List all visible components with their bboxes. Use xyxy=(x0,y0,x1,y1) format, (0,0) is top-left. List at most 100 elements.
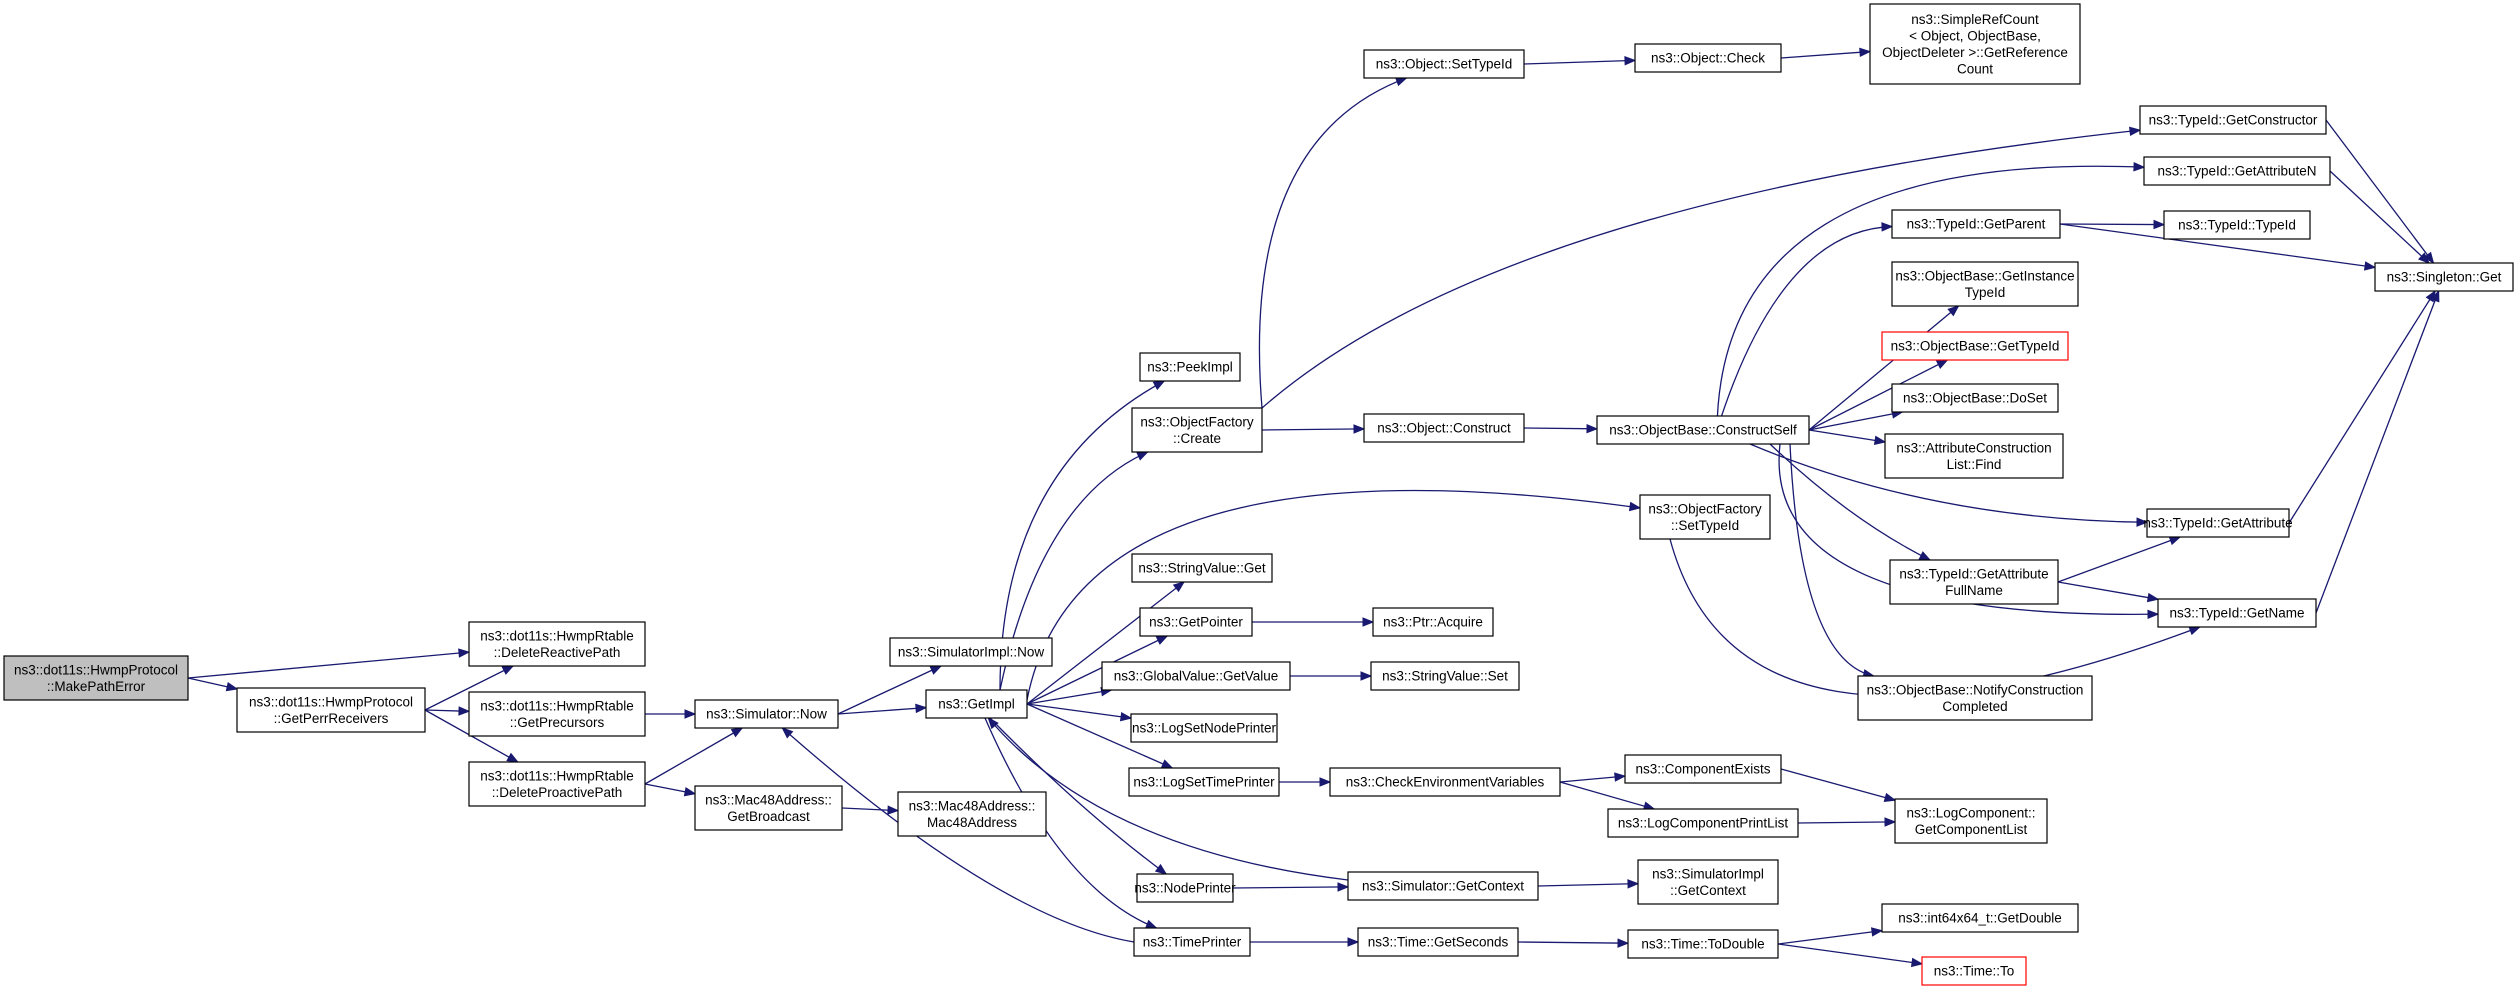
node-gvgv[interactable]: ns3::GlobalValue::GetValue xyxy=(1101,661,1291,691)
node-obcs[interactable]: ns3::ObjectBase::ConstructSelf xyxy=(1596,415,1810,445)
node-box[interactable] xyxy=(1372,607,1494,637)
node-box[interactable] xyxy=(2139,105,2327,135)
node-box[interactable] xyxy=(2374,262,2514,292)
node-mpe[interactable]: ns3::dot11s::HwmpProtocol::MakePathError xyxy=(3,655,189,701)
node-box[interactable] xyxy=(1347,871,1539,901)
node-box[interactable] xyxy=(1869,3,2081,85)
node-mac[interactable]: ns3::Mac48Address::Mac48Address xyxy=(897,791,1047,837)
node-box[interactable] xyxy=(1363,413,1525,443)
node-obgt[interactable]: ns3::ObjectBase::GetTypeId xyxy=(1881,331,2069,361)
node-box[interactable] xyxy=(2146,508,2290,538)
node-box[interactable] xyxy=(1634,43,1782,73)
node-box[interactable] xyxy=(2143,156,2331,186)
node-svset[interactable]: ns3::StringValue::Set xyxy=(1370,661,1520,691)
node-gptr[interactable]: ns3::GetPointer xyxy=(1139,607,1253,637)
node-pacq[interactable]: ns3::Ptr::Acquire xyxy=(1372,607,1494,637)
node-tgs[interactable]: ns3::Time::GetSeconds xyxy=(1357,927,1519,957)
node-mgb[interactable]: ns3::Mac48Address::GetBroadcast xyxy=(694,785,843,831)
node-ost[interactable]: ns3::Object::SetTypeId xyxy=(1363,49,1525,79)
node-box[interactable] xyxy=(1894,798,2048,844)
node-box[interactable] xyxy=(468,761,646,807)
node-box[interactable] xyxy=(1607,808,1799,838)
node-box[interactable] xyxy=(1357,927,1519,957)
node-i64[interactable]: ns3::int64x64_t::GetDouble xyxy=(1881,903,2079,933)
node-obds[interactable]: ns3::ObjectBase::DoSet xyxy=(1891,383,2059,413)
node-box[interactable] xyxy=(1857,675,2093,721)
node-sinow[interactable]: ns3::SimulatorImpl::Now xyxy=(889,637,1053,667)
node-sget[interactable]: ns3::Singleton::Get xyxy=(2374,262,2514,292)
node-box[interactable] xyxy=(1139,607,1253,637)
node-oc[interactable]: ns3::Object::Construct xyxy=(1363,413,1525,443)
node-box[interactable] xyxy=(1133,927,1251,957)
node-box[interactable] xyxy=(1131,553,1273,583)
node-tga[interactable]: ns3::TypeId::GetAttribute xyxy=(2143,508,2293,538)
node-box[interactable] xyxy=(1891,383,2059,413)
node-box[interactable] xyxy=(468,691,646,737)
node-box[interactable] xyxy=(1881,903,2079,933)
node-cev[interactable]: ns3::CheckEnvironmentVariables xyxy=(1329,767,1561,797)
node-gimpl[interactable]: ns3::GetImpl xyxy=(925,689,1028,719)
node-gpr[interactable]: ns3::dot11s::HwmpProtocol::GetPerrReceiv… xyxy=(236,687,426,733)
node-gpc[interactable]: ns3::dot11s::HwmpRtable::GetPrecursors xyxy=(468,691,646,737)
node-lcpl[interactable]: ns3::LogComponentPrintList xyxy=(1607,808,1799,838)
node-box[interactable] xyxy=(1139,352,1241,382)
node-box[interactable] xyxy=(1329,767,1561,797)
node-box[interactable] xyxy=(1136,873,1234,903)
node-box[interactable] xyxy=(1624,754,1782,784)
node-box[interactable] xyxy=(1889,559,2059,605)
node-box[interactable] xyxy=(1130,713,1278,743)
node-ofst[interactable]: ns3::ObjectFactory::SetTypeId xyxy=(1639,494,1771,540)
node-box[interactable] xyxy=(889,637,1053,667)
node-lcgcl[interactable]: ns3::LogComponent::GetComponentList xyxy=(1894,798,2048,844)
node-box[interactable] xyxy=(1363,49,1525,79)
node-np[interactable]: ns3::NodePrinter xyxy=(1134,873,1236,903)
node-box[interactable] xyxy=(1101,661,1291,691)
node-cex[interactable]: ns3::ComponentExists xyxy=(1624,754,1782,784)
node-box[interactable] xyxy=(1921,956,2027,986)
node-obnc[interactable]: ns3::ObjectBase::NotifyConstructionCompl… xyxy=(1857,675,2093,721)
node-peek[interactable]: ns3::PeekImpl xyxy=(1139,352,1241,382)
node-tgn[interactable]: ns3::TypeId::GetName xyxy=(2157,598,2317,628)
node-lstp[interactable]: ns3::LogSetTimePrinter xyxy=(1128,767,1280,797)
node-box[interactable] xyxy=(925,689,1028,719)
node-box[interactable] xyxy=(694,699,839,729)
node-tgc[interactable]: ns3::TypeId::GetConstructor xyxy=(2139,105,2327,135)
node-ofc[interactable]: ns3::ObjectFactory::Create xyxy=(1131,407,1263,453)
node-box[interactable] xyxy=(1370,661,1520,691)
node-box[interactable] xyxy=(1639,494,1771,540)
node-tgan[interactable]: ns3::TypeId::GetAttributeN xyxy=(2143,156,2331,186)
node-box[interactable] xyxy=(3,655,189,701)
node-ttid[interactable]: ns3::TypeId::TypeId xyxy=(2163,210,2311,240)
node-box[interactable] xyxy=(1627,929,1779,959)
node-src[interactable]: ns3::SimpleRefCount< Object, ObjectBase,… xyxy=(1869,3,2081,85)
node-svget[interactable]: ns3::StringValue::Get xyxy=(1131,553,1273,583)
node-box[interactable] xyxy=(1596,415,1810,445)
node-box[interactable] xyxy=(694,785,843,831)
node-box[interactable] xyxy=(468,621,646,667)
node-box[interactable] xyxy=(236,687,426,733)
node-box[interactable] xyxy=(2163,210,2311,240)
node-dpp[interactable]: ns3::dot11s::HwmpRtable::DeleteProactive… xyxy=(468,761,646,807)
node-tp[interactable]: ns3::TimePrinter xyxy=(1133,927,1251,957)
node-tgpar[interactable]: ns3::TypeId::GetParent xyxy=(1891,209,2061,239)
node-tto[interactable]: ns3::Time::To xyxy=(1921,956,2027,986)
node-snow[interactable]: ns3::Simulator::Now xyxy=(694,699,839,729)
node-box[interactable] xyxy=(1131,407,1263,453)
node-lsnp[interactable]: ns3::LogSetNodePrinter xyxy=(1130,713,1278,743)
node-sigc[interactable]: ns3::SimulatorImpl::GetContext xyxy=(1637,859,1779,905)
node-ttd[interactable]: ns3::Time::ToDouble xyxy=(1627,929,1779,959)
node-box[interactable] xyxy=(1128,767,1280,797)
node-box[interactable] xyxy=(897,791,1047,837)
node-ochk[interactable]: ns3::Object::Check xyxy=(1634,43,1782,73)
node-drp[interactable]: ns3::dot11s::HwmpRtable::DeleteReactiveP… xyxy=(468,621,646,667)
node-box[interactable] xyxy=(1891,261,2079,307)
node-box[interactable] xyxy=(2157,598,2317,628)
node-box[interactable] xyxy=(1891,209,2061,239)
node-box[interactable] xyxy=(1637,859,1779,905)
node-box[interactable] xyxy=(1881,331,2069,361)
node-box[interactable] xyxy=(1884,433,2064,479)
node-sgc[interactable]: ns3::Simulator::GetContext xyxy=(1347,871,1539,901)
